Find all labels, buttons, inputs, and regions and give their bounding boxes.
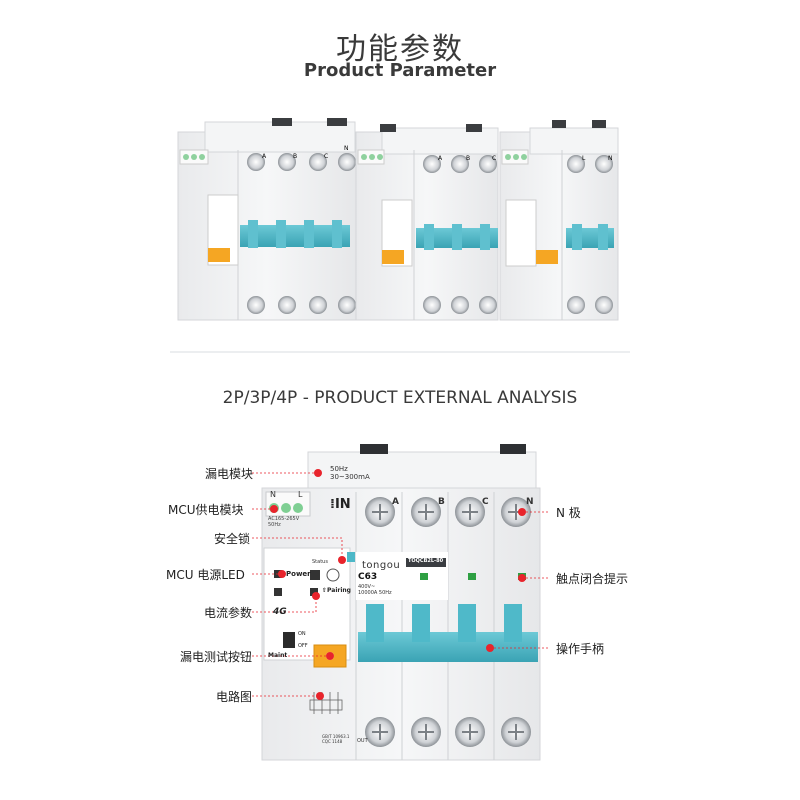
model-label: TOQCB2L-80 [408,558,444,564]
top3-bottom-screws [567,296,613,314]
top1-pole-a: A [262,153,267,160]
leak-spec-line1: 50Hz [330,465,348,473]
network-label: 4G [273,607,287,617]
top-device-2p: L N [499,120,619,321]
supply-n-label: N [270,490,276,499]
page-title-en: Product Parameter [303,60,497,81]
pole-label-n: N [526,497,534,507]
out-label: OUT [357,738,368,744]
callout-safety-lock: 安全锁 [214,532,251,546]
top3-terminal-screws [567,155,613,173]
svg-text:A: A [438,155,443,162]
standard-text: GB/T 10963.1 CQC 1148 [322,734,350,744]
top1-pole-n: N [344,145,349,152]
top1-bottom-screws [247,296,356,314]
svg-text:N: N [608,155,613,162]
pairing-label: ⇧Pairing [322,587,351,594]
section-title: 2P/3P/4P - PRODUCT EXTERNAL ANALYSIS [0,388,800,408]
svg-text:L: L [582,155,586,162]
marker-power-led [278,570,286,578]
upper-terminal-screws [365,497,531,527]
top-device-4p: A B C N [177,118,357,321]
on-label: ON [298,631,306,637]
callout-n-pole: N 极 [556,506,581,520]
leak-spec: 50Hz 30~300mA [330,465,370,481]
supply-l-label: L [298,490,303,499]
svg-text:C: C [492,155,496,162]
spec-text: 400V~ 10000A 50Hz [358,584,392,596]
lower-terminal-screws [365,717,531,747]
main-device [261,444,541,761]
marker-safety-lock [338,556,346,564]
status-label: Status [312,559,328,565]
pole-label-b: B [438,497,445,507]
svg-text:B: B [466,155,470,162]
on-off-switch [283,632,295,648]
section-title-rest: - PRODUCT EXTERNAL ANALYSIS [297,388,578,408]
brand-label: tongou [362,560,401,571]
marker-contact-indicator [518,574,526,582]
marker-circuit [316,692,324,700]
power-in-label: ⁞IN [330,497,351,512]
callout-handle: 操作手柄 [556,642,605,656]
top2-bottom-screws [423,296,497,314]
clip-left [360,444,388,454]
top-device-3p: A B C [355,124,499,321]
status-led-box [310,570,320,580]
power-label: Power [286,570,311,578]
callout-circuit: 电路图 [216,690,253,704]
off-label: OFF [298,643,308,649]
top1-pole-b: B [293,153,297,160]
leak-spec-line2: 30~300mA [330,473,370,481]
clip-right [500,444,526,454]
callout-contact-indicator: 触点闭合提示 [556,572,629,586]
marker-handle [486,644,494,652]
page-title-cn: 功能参数 [336,32,464,67]
marker-test-button [326,652,334,660]
top1-terminal-screws [247,153,356,171]
supply-spec: AC165-265V 50Hz [268,516,300,528]
pole-label-c: C [482,497,489,507]
marker-leakage-module [314,469,322,477]
marker-mcu-supply [270,505,278,513]
marker-current-param [312,592,320,600]
maint-label: Maint [268,652,288,659]
top1-pole-c: C [324,153,328,160]
rating-label: C63 [358,572,378,582]
circuit-diagram [309,692,343,714]
pole-label-a: A [392,497,399,507]
marker-n-pole [518,508,526,516]
callout-leakage-module: 漏电模块 [205,467,254,481]
callout-power-led: MCU 电源LED [166,568,245,582]
callout-test-button: 漏电测试按钮 [180,650,253,664]
callout-lines [252,472,548,697]
section-title-bold: 2P/3P/4P [222,388,298,408]
callout-current-param: 电流参数 [204,606,253,620]
top2-terminal-screws [423,155,497,173]
callout-markers [270,469,526,700]
callout-mcu-supply: MCU供电模块 [168,503,244,517]
